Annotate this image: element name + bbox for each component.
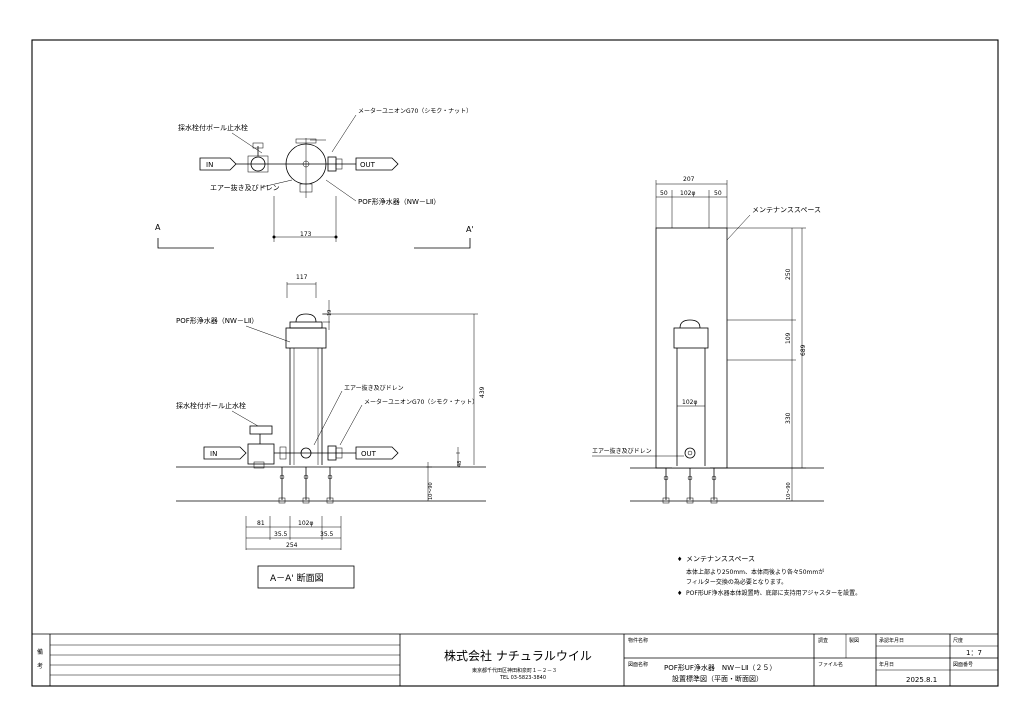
maint-dim-50b: 50 [714, 190, 722, 197]
maint-dim-102-mid: 102φ [682, 399, 697, 406]
maint-filter-head [673, 327, 709, 349]
maint-dim-109: 109 [785, 332, 792, 344]
maint-dim-207: 207 [683, 176, 695, 183]
notes-line1: 本体上部より250mm、本体両後より各々50mmが [686, 568, 824, 576]
section-dim-355b: 35.5 [320, 531, 334, 538]
maint-dim-689: 689 [800, 344, 807, 356]
section-valve [247, 443, 275, 465]
plan-label-filter: POF形浄水器（NW－LⅡ） [358, 197, 440, 206]
maint-dim-250: 250 [785, 268, 792, 280]
plan-in-label: IN [206, 161, 213, 169]
maint-dim-floor: 10～90 [786, 482, 792, 500]
tb-drawing-name2: 設置標準図（平面・断面図） [672, 674, 763, 683]
notes-line2: フィルター交換の為必要となります。 [686, 578, 787, 586]
plan-out-arrow [355, 157, 399, 171]
section-dim-117: 117 [296, 274, 308, 281]
tb-scale: 1：7 [966, 649, 982, 657]
plan-label-union: メーターユニオンG70（シモク・ナット） [358, 107, 472, 115]
tb-tel: TEL 03-5823-3840 [499, 675, 546, 681]
tb-label-drawn: 製図 [849, 637, 859, 644]
title-block: 備 考 株式会社 ナチュラルウイル 東京都千代田区神田和泉町１－２－３ TEL … [32, 633, 998, 686]
section-filter-head [285, 327, 327, 349]
tb-label-check: 調査 [818, 637, 828, 644]
section-label-valve: 採水栓付ボール止水栓 [176, 401, 246, 410]
plan-out-label: OUT [360, 161, 376, 169]
section-dim-355a: 35.5 [274, 531, 288, 538]
tb-label-scale: 尺度 [953, 637, 963, 644]
tb-label-file: ファイル名 [818, 661, 843, 668]
tb-address: 東京都千代田区神田和泉町１－２－３ [472, 667, 557, 674]
section-label-filter: POF形浄水器（NW－LⅡ） [176, 316, 258, 325]
section-dim-81: 81 [257, 520, 265, 527]
maint-dim-330: 330 [785, 412, 792, 424]
tb-date: 2025.8.1 [906, 676, 937, 684]
section-mark-a2: A' [466, 225, 474, 234]
section-view: 117 19 POF形浄水器（NW－LⅡ） 439 エアー抜き及びドレン メータ… [176, 274, 486, 589]
svg-text:♦: ♦ [677, 556, 682, 563]
section-dim-48: 48 [457, 461, 463, 467]
section-out-label: OUT [361, 450, 377, 458]
maint-dim-50a: 50 [660, 190, 668, 197]
svg-text:♦: ♦ [677, 590, 682, 597]
tb-label-drawing-name: 図面名称 [628, 661, 648, 668]
maint-label-space: メンテナンススペース [752, 206, 821, 214]
section-caption: A－A' 断面図 [270, 572, 324, 584]
section-dim-254: 254 [286, 542, 298, 549]
notes: ♦ メンテナンススペース 本体上部より250mm、本体両後より各々50mmが フ… [677, 555, 861, 597]
maint-dim-102: 102φ [680, 190, 695, 197]
section-dim-439: 439 [479, 386, 486, 398]
tb-bikou2: 考 [37, 662, 43, 670]
tb-label-project: 物件名称 [628, 637, 648, 644]
plan-label-air: エアー抜き及びドレン [210, 183, 280, 192]
maint-label-air: エアー抜き及びドレン [592, 447, 652, 455]
section-in-arrow [203, 446, 247, 460]
tb-bikou1: 備 [37, 648, 43, 656]
tb-label-date: 年月日 [879, 661, 894, 668]
notes-line3: POF形UF浄水器本体設置時、底部に支持用アジャスターを設置。 [686, 589, 861, 597]
plan-view: 採水栓付ボール止水栓 メーターユニオンG70（シモク・ナット） IN OUT エ… [155, 107, 474, 249]
section-caption-box [257, 565, 355, 589]
plan-label-valve: 採水栓付ボール止水栓 [178, 123, 248, 132]
section-filter-cap [289, 321, 323, 329]
section-adjusters [278, 467, 334, 504]
section-mark-a: A [155, 223, 161, 232]
tb-drawing-name1: POF形UF浄水器 NW－LⅡ（２５） [664, 663, 776, 672]
section-label-air: エアー抜き及びドレン [344, 384, 404, 392]
section-dim-floor: 10～90 [428, 482, 434, 500]
section-label-union: メーターユニオンG70（シモク・ナット） [364, 398, 478, 406]
maintenance-view: 207 50 102φ 50 102φ メンテナンススペース 250 109 6… [592, 176, 824, 504]
tb-label-approval: 承認年月日 [879, 637, 904, 644]
plan-dim-173: 173 [300, 231, 312, 238]
sheet-border [31, 39, 999, 687]
tb-label-drawing-no: 図面番号 [953, 661, 973, 668]
section-out-arrow [355, 446, 399, 460]
section-dim-102: 102φ [298, 520, 313, 527]
notes-title: メンテナンススペース [686, 555, 755, 563]
tb-company: 株式会社 ナチュラルウイル [444, 648, 592, 663]
section-dim-19: 19 [327, 310, 333, 316]
maint-adjusters [662, 468, 718, 504]
plan-in-arrow [199, 157, 237, 171]
plan-valve [250, 156, 266, 172]
section-in-label: IN [210, 450, 217, 458]
